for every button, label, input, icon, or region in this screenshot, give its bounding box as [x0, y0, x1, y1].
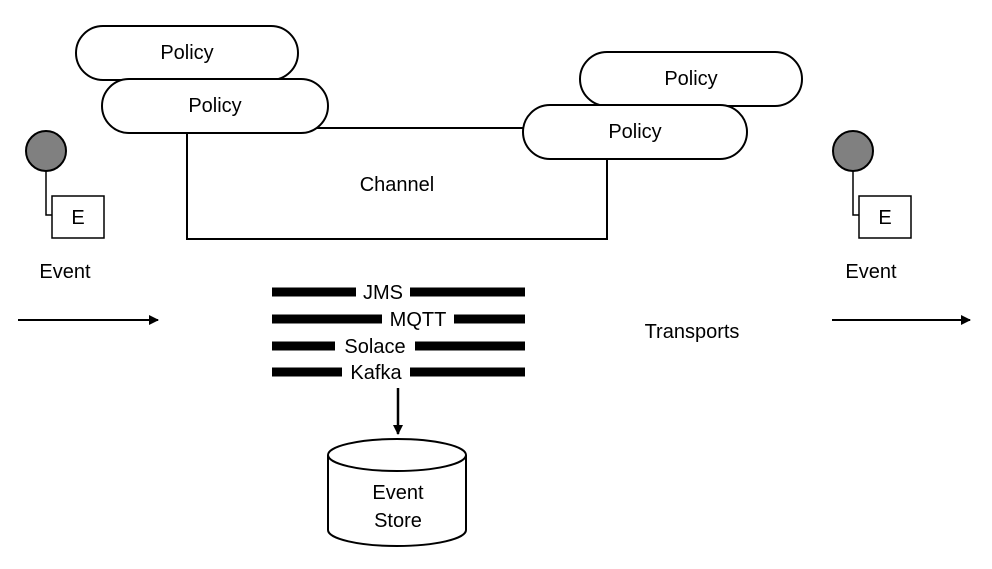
left-event-badge-box	[51, 195, 105, 239]
left-event-connector	[45, 171, 52, 216]
transport-mqtt: MQTT	[390, 309, 447, 331]
policy-right-bottom: Policy	[522, 104, 748, 160]
event-store-top	[327, 438, 467, 472]
left-event-badge: E	[71, 207, 84, 229]
transport-kafka: Kafka	[350, 362, 402, 384]
left-event-label: Event	[39, 261, 91, 283]
left-event-node: E Event	[25, 130, 105, 283]
right-event-badge-box	[858, 195, 912, 239]
transport-kafka-bg	[342, 362, 410, 382]
right-event-connector	[852, 171, 859, 216]
policy-left-bottom: Policy	[101, 78, 329, 134]
policy-right-bottom-label: Policy	[608, 121, 661, 143]
policy-left-bottom-label: Policy	[188, 95, 241, 117]
channel-label: Channel	[360, 174, 435, 196]
right-event-label: Event	[845, 261, 897, 283]
policy-left-bottom-shape	[101, 78, 329, 134]
event-store-body	[327, 455, 467, 547]
transport-mqtt-bg	[382, 309, 454, 329]
event-store-line2: Store	[374, 510, 422, 532]
transports-title: Transports	[645, 321, 740, 343]
transport-solace-bg	[335, 336, 415, 356]
transport-bus: JMS MQTT Solace Kafka	[272, 282, 525, 384]
event-store-line1: Event	[372, 482, 424, 504]
policy-right-top-label: Policy	[664, 68, 717, 90]
right-event-badge: E	[878, 207, 891, 229]
policy-left-top-label: Policy	[160, 42, 213, 64]
transport-jms-bg	[356, 282, 410, 302]
transport-jms: JMS	[363, 282, 403, 304]
policy-left-top: Policy	[75, 25, 299, 81]
transport-solace: Solace	[344, 336, 405, 358]
event-store: Event Store	[327, 438, 467, 547]
right-event-node: E Event	[832, 130, 912, 283]
channel-box: Channel	[186, 127, 608, 240]
policy-right-bottom-shape	[522, 104, 748, 160]
left-event-circle	[25, 130, 67, 172]
right-event-circle	[832, 130, 874, 172]
policy-right-top: Policy	[579, 51, 803, 107]
